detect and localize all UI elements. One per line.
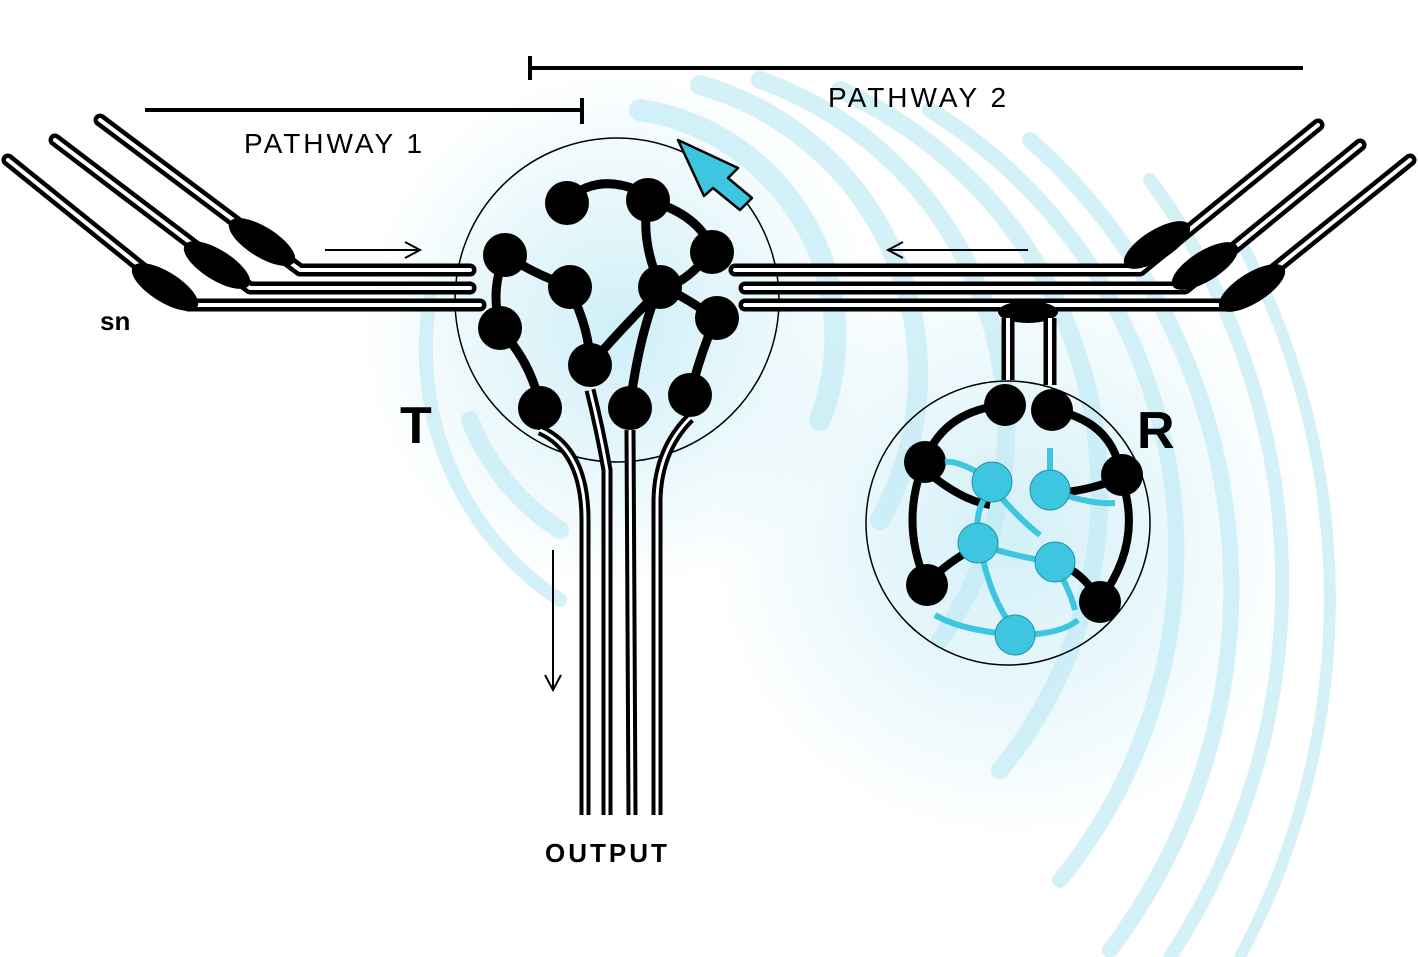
thin-arrow-icon	[885, 241, 1028, 259]
region-r-cyan-neurons	[957, 461, 1076, 656]
block-arrow-icon	[676, 138, 754, 212]
pathway-1-label: PATHWAY 1	[244, 128, 426, 159]
region-t-label: T	[400, 397, 432, 455]
sensory-neuron-label: sn	[100, 306, 131, 336]
region-t-neurons	[478, 178, 739, 430]
output-fibers	[537, 388, 694, 816]
pathway-1-bracket	[145, 98, 584, 124]
region-r-label: R	[1137, 402, 1175, 460]
pathway-2-label: PATHWAY 2	[828, 82, 1010, 113]
output-label: OUTPUT	[545, 838, 670, 868]
thin-arrow-icon	[544, 550, 562, 693]
thin-arrow-icon	[325, 241, 423, 259]
diffusion-waves	[360, 70, 1336, 957]
pathway-2-bracket	[528, 56, 1303, 80]
left-sensory-somata	[131, 218, 296, 311]
relay-synapse	[998, 301, 1058, 385]
region-r-black-neurons	[904, 384, 1143, 623]
region-r-boundary	[865, 380, 1151, 666]
right-sensory-somata	[1123, 221, 1286, 312]
